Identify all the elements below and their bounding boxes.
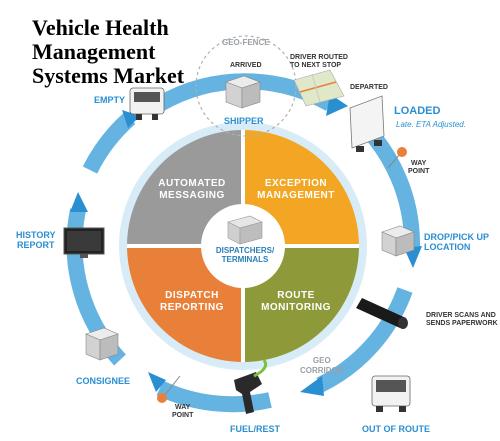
driver-scans-line-2: SENDS PAPERWORK bbox=[426, 320, 498, 327]
geo-corridor-line-2: CORRIDOR bbox=[300, 366, 344, 375]
automated-line-2: MESSAGING bbox=[159, 190, 225, 201]
arrived-label: ARRIVED bbox=[230, 62, 262, 69]
automated-messaging-label: AUTOMATED MESSAGING bbox=[142, 178, 242, 202]
geo-fence-circle bbox=[195, 35, 297, 137]
monitor-icon bbox=[63, 227, 105, 258]
fuel-nozzle-icon bbox=[234, 359, 268, 414]
history-report-label: HISTORY REPORT bbox=[16, 230, 56, 250]
geo-corridor-label: GEO CORRIDOR bbox=[300, 356, 344, 376]
drop-pickup-box-icon bbox=[381, 225, 415, 257]
dispatch-line-1: DISPATCH bbox=[165, 290, 219, 301]
consignee-box-icon bbox=[85, 327, 119, 361]
way-point-right-line-1: WAY bbox=[411, 160, 427, 167]
center-box-icon bbox=[227, 215, 263, 245]
exception-management-label: EXCEPTION MANAGEMENT bbox=[246, 178, 346, 202]
scanner-icon bbox=[356, 298, 408, 329]
center-line-2: TERMINALS bbox=[221, 255, 269, 264]
history-line-2: REPORT bbox=[17, 240, 55, 250]
center-hub bbox=[201, 204, 285, 288]
way-point-right-line-2: POINT bbox=[408, 168, 430, 175]
route-line-1: ROUTE bbox=[277, 290, 315, 301]
geo-fence-label: GEO-FENCE bbox=[222, 38, 270, 47]
way-point-bottom-line-1: WAY bbox=[175, 404, 191, 411]
way-point-right-label: WAY POINT bbox=[408, 160, 429, 176]
departed-label: DEPARTED bbox=[350, 84, 388, 91]
center-label: DISPATCHERS/ TERMINALS bbox=[205, 246, 285, 264]
dispatch-line-2: REPORTING bbox=[160, 302, 224, 313]
driver-scans-line-1: DRIVER SCANS AND bbox=[426, 312, 496, 319]
consignee-label: CONSIGNEE bbox=[76, 376, 131, 386]
way-point-bottom-line-2: POINT bbox=[172, 412, 194, 419]
loaded-label: LOADED bbox=[394, 105, 441, 117]
drop-pick-line-1: DROP/PICK UP bbox=[424, 232, 490, 242]
exception-line-2: MANAGEMENT bbox=[257, 190, 335, 201]
out-of-route-truck-icon bbox=[371, 375, 411, 412]
driver-routed-label: DRIVER ROUTED TO NEXT STOP bbox=[290, 54, 348, 70]
drop-pick-line-2: LOCATION bbox=[424, 242, 471, 252]
title-line-3: Systems Market bbox=[32, 63, 185, 88]
way-point-pin-right bbox=[387, 147, 407, 169]
route-monitoring-label: ROUTE MONITORING bbox=[246, 290, 346, 314]
fuel-rest-label: FUEL/REST bbox=[230, 424, 281, 434]
driver-routed-line-1: DRIVER ROUTED bbox=[290, 54, 348, 61]
route-line-2: MONITORING bbox=[261, 302, 331, 313]
loaded-truck-icon bbox=[349, 95, 385, 152]
title-line-1: Vehicle Health bbox=[32, 15, 169, 40]
map-icon bbox=[293, 69, 345, 107]
out-of-route-label: OUT OF ROUTE bbox=[362, 424, 430, 434]
page-title: Vehicle Health Management Systems Market bbox=[32, 16, 292, 88]
empty-label: EMPTY bbox=[94, 95, 126, 105]
way-point-pin-bottom bbox=[157, 375, 181, 403]
exception-line-1: EXCEPTION bbox=[264, 178, 328, 189]
empty-truck-icon bbox=[129, 87, 165, 120]
center-line-1: DISPATCHERS/ bbox=[215, 246, 275, 255]
driver-scans-label: DRIVER SCANS AND SENDS PAPERWORK bbox=[426, 312, 498, 328]
automated-line-1: AUTOMATED bbox=[158, 178, 226, 189]
loaded-status: Late. ETA Adjusted. bbox=[396, 120, 466, 129]
history-line-1: HISTORY bbox=[16, 230, 56, 240]
shipper-box-icon bbox=[225, 75, 261, 109]
dispatch-reporting-label: DISPATCH REPORTING bbox=[142, 290, 242, 314]
driver-routed-line-2: TO NEXT STOP bbox=[290, 62, 342, 69]
shipper-label: SHIPPER bbox=[224, 116, 264, 126]
geo-corridor-line-1: GEO bbox=[312, 356, 331, 365]
way-point-bottom-label: WAY POINT bbox=[172, 404, 193, 420]
drop-pickup-label: DROP/PICK UP LOCATION bbox=[424, 232, 489, 252]
title-line-2: Management bbox=[32, 39, 156, 64]
